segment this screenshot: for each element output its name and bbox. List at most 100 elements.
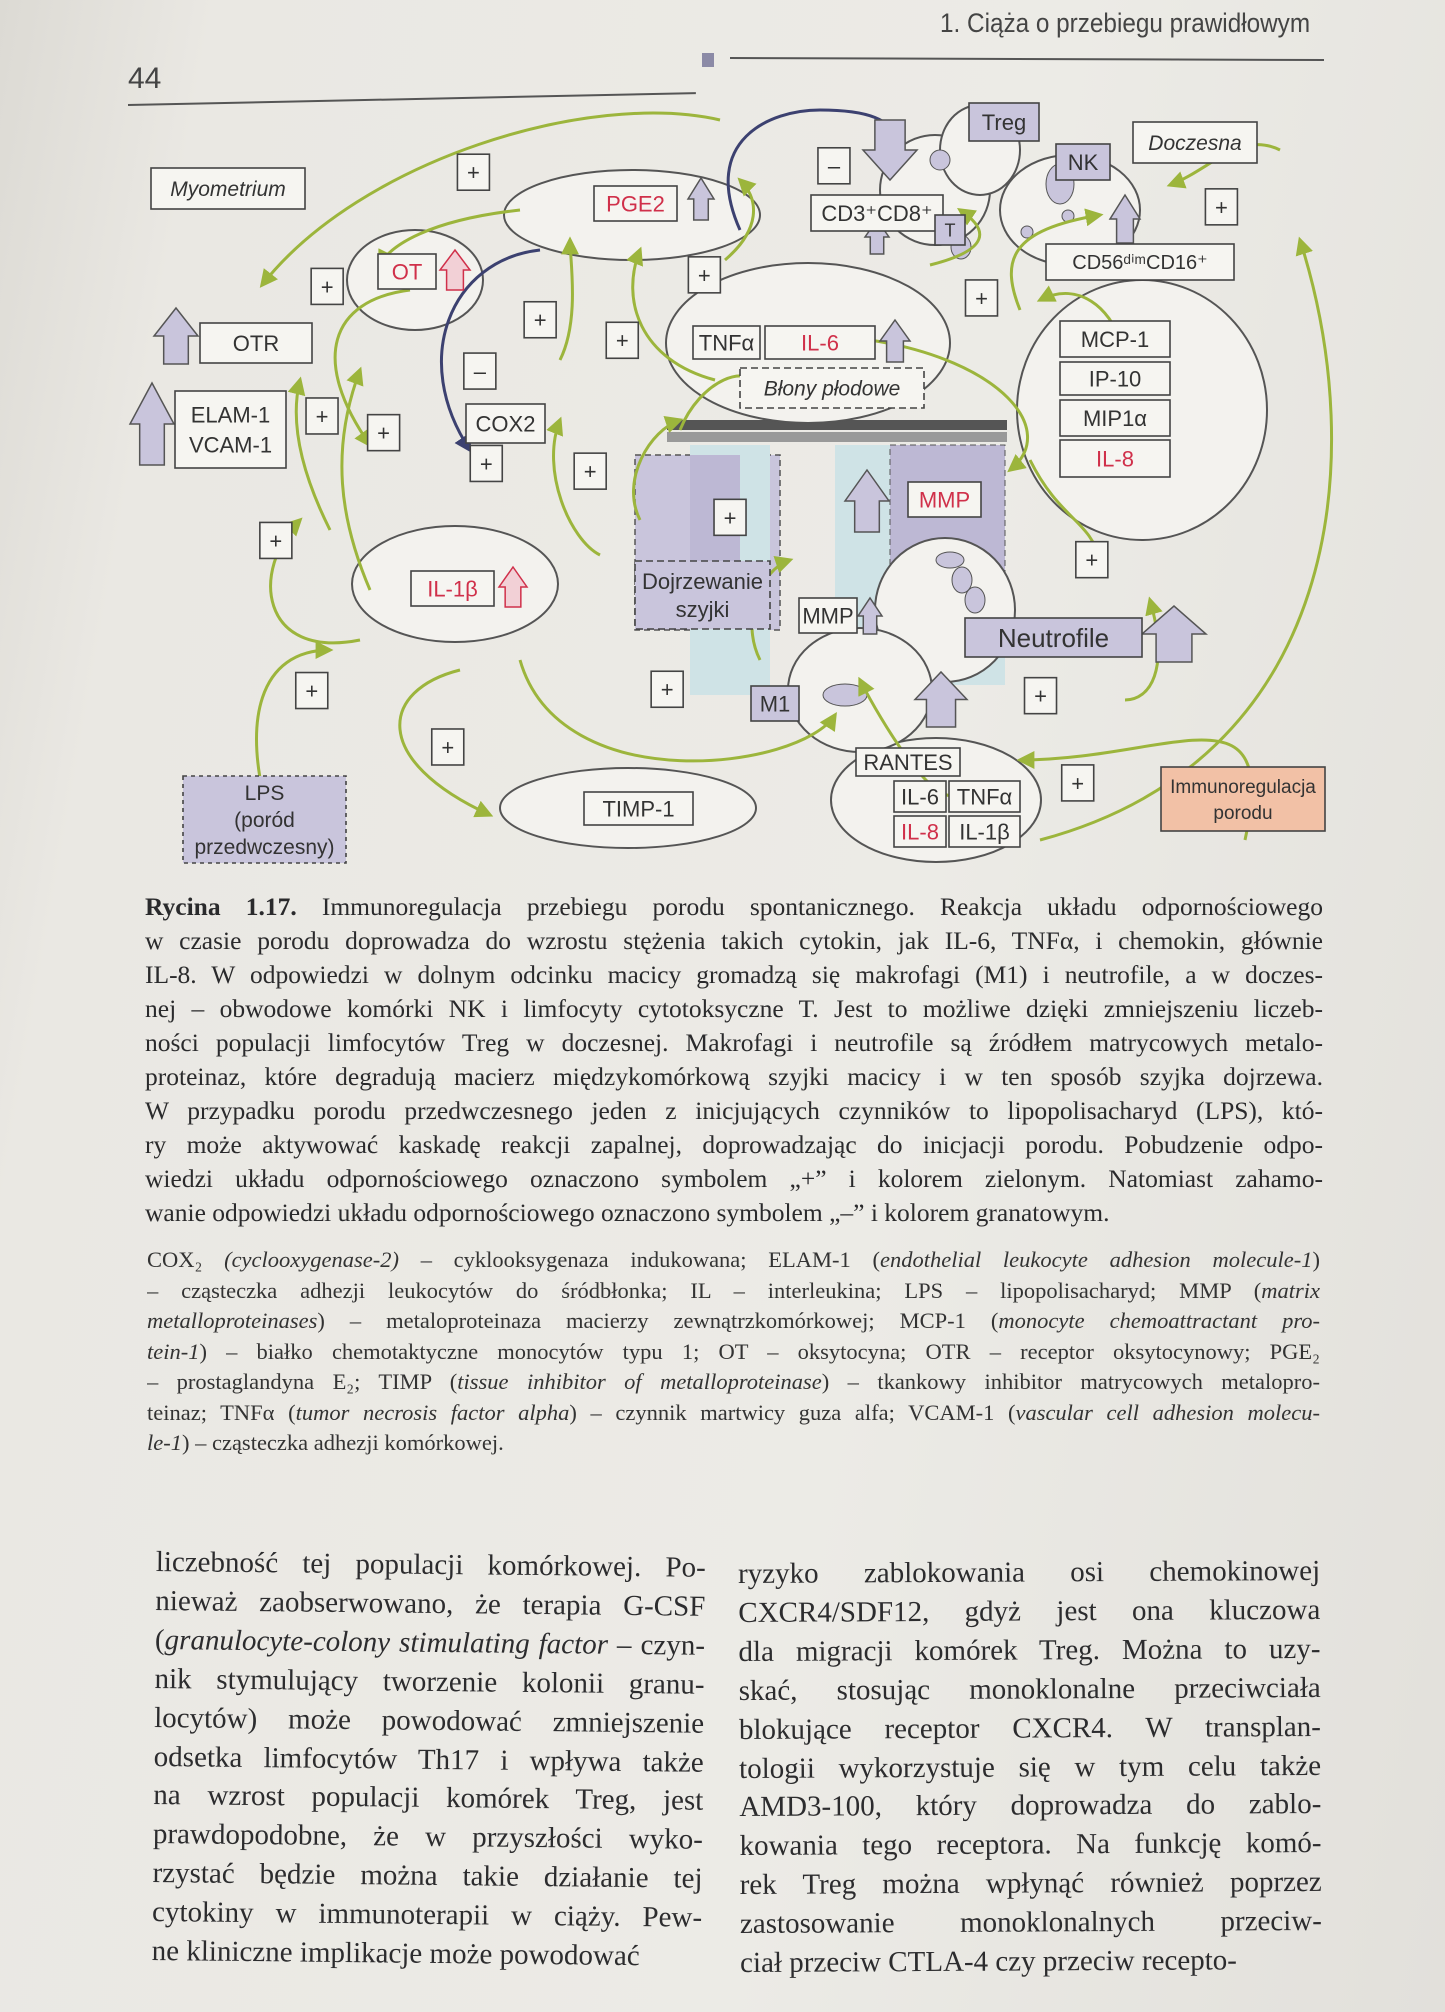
stimulation-arrow bbox=[929, 208, 981, 267]
text-line: liczebność tej populacji komórkowej. Po- bbox=[156, 1543, 706, 1588]
text-segment: ) – białko chemotaktyczne monocytów typu… bbox=[199, 1338, 1320, 1364]
otr-box: OTR bbox=[199, 322, 313, 364]
text-line: zastosowanie monoklonalnych przeciw- bbox=[740, 1902, 1322, 1944]
increase-arrow-icon bbox=[1140, 605, 1208, 663]
plus-stimulation-label: + bbox=[534, 308, 547, 333]
plus-stimulation-label: + bbox=[975, 286, 988, 311]
lps-box-label: przedwczesny) bbox=[194, 836, 334, 859]
minus-inhibition: – bbox=[463, 352, 497, 390]
stimulation-arrow bbox=[259, 111, 721, 288]
text-segment: W przypadku porodu przedwczesnego jeden … bbox=[145, 1096, 1323, 1125]
abbreviations-legend: COX₂ (cyclooxygenase-2) – cyklooksygenaz… bbox=[147, 1245, 1320, 1459]
mcp1-box: MCP-1 bbox=[1059, 320, 1171, 358]
cd56-cd16-box-label: CD56ᵈⁱᵐCD16⁺ bbox=[1072, 252, 1207, 274]
myometrium-label-box: Myometrium bbox=[150, 167, 306, 210]
tnfa-box: TNFα bbox=[692, 325, 761, 360]
plus-stimulation: + bbox=[259, 521, 293, 560]
text-line: – prostaglandyna E₂; TIMP (tissue inhibi… bbox=[147, 1367, 1320, 1398]
text-segment: CXCR4/SDF12, gdyż jest ona kluczowa bbox=[738, 1593, 1321, 1629]
plus-stimulation: + bbox=[1060, 764, 1095, 802]
rantes-label: RANTES bbox=[863, 750, 952, 775]
text-segment: rzystać będzie można takie działanie tej bbox=[152, 1857, 703, 1895]
lps-box-label: LPS bbox=[245, 782, 285, 805]
figure-label: Rycina 1.17. bbox=[145, 892, 297, 921]
fetal-membranes-box-label: Błony płodowe bbox=[764, 378, 901, 401]
rantes-il8-label: IL-8 bbox=[901, 819, 939, 844]
stimulation-arrow bbox=[340, 366, 372, 591]
text-segment: w czasie porodu doprowadza do wzrostu st… bbox=[145, 926, 1323, 955]
increase-arrow-icon bbox=[497, 565, 529, 608]
pge2-box: PGE2 bbox=[593, 185, 678, 222]
increase-arrow-icon bbox=[856, 596, 884, 635]
text-line: tein-1) – białko chemotaktyczne monocytó… bbox=[147, 1337, 1320, 1368]
text-line: – cząsteczka adhezji leukocytów do śródb… bbox=[147, 1276, 1320, 1307]
decrease-arrow-icon bbox=[861, 119, 919, 182]
text-line: tologii wykorzystuje się w tym celu takż… bbox=[739, 1746, 1321, 1788]
text-segment: teinaz; TNFα ( bbox=[147, 1399, 296, 1425]
rantes-il6: IL-6 bbox=[893, 780, 947, 813]
figure-caption: Rycina 1.17. Immunoregulacja przebiegu p… bbox=[145, 890, 1323, 1230]
rantes-box: RANTES bbox=[855, 747, 961, 777]
text-segment: AMD3-100, który doprowadza do zablo- bbox=[739, 1788, 1322, 1824]
text-line: metalloproteinases) – metaloproteinaza m… bbox=[147, 1306, 1320, 1337]
rantes-tnfa-label: TNFα bbox=[957, 784, 1013, 809]
t-label: T bbox=[945, 220, 956, 240]
text-segment: nik stymulujący tworzenie kolonii granu- bbox=[154, 1662, 705, 1701]
lps-box-label: (poród bbox=[234, 809, 295, 832]
plus-stimulation-label: + bbox=[1085, 548, 1098, 573]
cd3-cd8-box: CD3⁺CD8⁺ bbox=[810, 194, 944, 232]
text-segment: – cyklooksygenaza indukowana; ELAM-1 ( bbox=[398, 1247, 880, 1272]
text-line: W przypadku porodu przedwczesnego jeden … bbox=[145, 1094, 1323, 1128]
header-square-ornament bbox=[702, 53, 714, 67]
text-line: na wzrost populacji komórek Treg, jest bbox=[153, 1776, 703, 1821]
text-segment: tologii wykorzystuje się w tym celu takż… bbox=[739, 1749, 1322, 1785]
cell-granule bbox=[935, 551, 965, 569]
text-segment: blokujące receptor CXCR4. W transplan- bbox=[738, 1710, 1321, 1746]
text-segment: kowania tego receptora. Na funkcję komó- bbox=[739, 1827, 1322, 1863]
il1b-label: IL-1β bbox=[427, 576, 478, 601]
stimulation-arrow bbox=[518, 659, 837, 763]
text-segment: ( bbox=[154, 1623, 165, 1656]
rantes-il6-label: IL-6 bbox=[901, 784, 939, 809]
text-segment: zastosowanie monoklonalnych przeciw- bbox=[739, 1905, 1323, 1941]
fetal-membranes-box: Błony płodowe bbox=[739, 367, 925, 409]
m1-box: M1 bbox=[750, 685, 800, 722]
stimulation-arrow bbox=[869, 338, 1030, 473]
plus-stimulation: + bbox=[650, 670, 684, 709]
mmp-red-box: MMP bbox=[907, 481, 982, 518]
otr-label: OTR bbox=[233, 331, 279, 356]
text-line: dla migracji komórek Treg. Można to uzy- bbox=[738, 1630, 1320, 1672]
text-segment: tein-1 bbox=[147, 1338, 200, 1364]
cd56-cd16-box: CD56ᵈⁱᵐCD16⁺ bbox=[1045, 243, 1235, 281]
text-segment: wiedzi układu odpornościowego oznaczono … bbox=[145, 1164, 1323, 1193]
rantes-il1b: IL-1β bbox=[948, 815, 1021, 848]
text-segment: tissue inhibitor of metalloproteinase bbox=[457, 1369, 822, 1394]
ip10-box: IP-10 bbox=[1059, 361, 1171, 396]
myometrium-label-box-label: Myometrium bbox=[170, 178, 286, 201]
text-segment: ) bbox=[1312, 1247, 1320, 1272]
cell-granule bbox=[951, 566, 973, 594]
mmp-red-box-label: MMP bbox=[919, 487, 970, 512]
plus-stimulation-label: + bbox=[616, 328, 629, 353]
plus-stimulation-label: + bbox=[305, 678, 318, 703]
text-line: ciał przeciw CTLA-4 czy przeciw recepto- bbox=[740, 1941, 1322, 1983]
text-line: nieważ zaobserwowano, że terapia G-CSF bbox=[155, 1582, 705, 1627]
tnfa-label: TNFα bbox=[699, 330, 755, 355]
text-line: wiedzi układu odpornościowego oznaczono … bbox=[145, 1162, 1323, 1196]
text-line: COX₂ (cyclooxygenase-2) – cyklooksygenaz… bbox=[147, 1245, 1320, 1276]
plus-stimulation-label: + bbox=[1071, 771, 1084, 796]
mcp1-label: MCP-1 bbox=[1081, 327, 1149, 352]
ot-box: OT bbox=[377, 253, 437, 290]
plus-stimulation: + bbox=[310, 267, 344, 306]
plus-stimulation: + bbox=[523, 300, 557, 339]
mip1a-box: MIP1α bbox=[1059, 399, 1171, 437]
il1b-box: IL-1β bbox=[410, 570, 495, 607]
text-segment: granulocyte-colony stimulating factor bbox=[164, 1623, 609, 1661]
text-segment: – cząsteczka adhezji leukocytów do śródb… bbox=[147, 1277, 1262, 1303]
plus-stimulation-label: + bbox=[269, 528, 282, 553]
elam-vcam-box-label: ELAM-1 bbox=[191, 402, 270, 427]
increase-arrow-icon bbox=[913, 670, 969, 728]
